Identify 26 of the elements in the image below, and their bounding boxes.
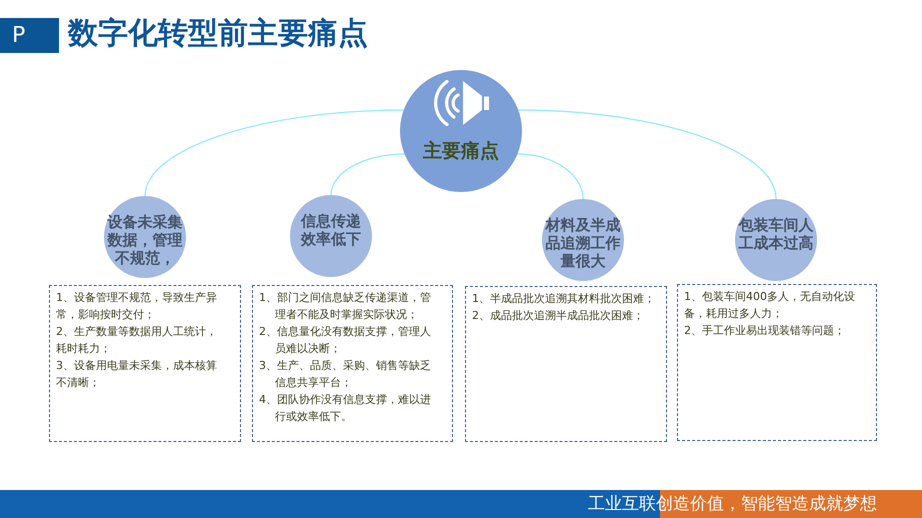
- list-item: 4、团队协作没有信息支撑，难以进行或效率低下。: [259, 392, 432, 425]
- list-item: 2、手工作业易出现装错等问题；: [684, 323, 846, 339]
- pain-point-panel: [465, 286, 667, 442]
- topic-label: 设备未采集数据，管理不规范，: [106, 213, 184, 267]
- list-item: 1、包装车间400多人，无自动化设备，耗用过多人力；: [684, 289, 856, 322]
- connector-curve: [518, 109, 777, 200]
- list-item: 2、信息量化没有数据支撑，管理人员难以决断；: [259, 324, 432, 357]
- list-item: 1、设备管理不规范，导致生产异常，影响按时交付；: [56, 290, 218, 323]
- list-item: 1、半成品批次追溯其材料批次困难；: [472, 291, 656, 307]
- connector-curve: [144, 109, 404, 196]
- topic-label: 材料及半成品追溯工作量很大: [544, 216, 622, 270]
- connector-curve: [517, 153, 584, 200]
- section-marker: P: [0, 18, 59, 53]
- pain-point-panel: [252, 285, 453, 442]
- list-item: 2、成品批次追溯半成品批次困难；: [472, 308, 645, 324]
- page-title: 数字化转型前主要痛点: [68, 16, 368, 52]
- topic-label: 信息传递效率低下: [300, 212, 362, 248]
- topic-label: 包装车间人工成本过高: [737, 216, 814, 252]
- list-item: 1、部门之间信息缺乏传递渠道，管理者不能及时掌握实际状况；: [259, 290, 432, 323]
- list-item: 2、生产数量等数据用人工统计，耗时耗力；: [56, 324, 218, 357]
- pain-point-panel: [49, 285, 241, 442]
- list-item: 3、生产、品质、采购、销售等缺乏信息共享平台；: [259, 358, 432, 391]
- connector-curve: [330, 153, 405, 196]
- pain-point-panel: [677, 284, 877, 441]
- list-item: 3、设备用电量未采集，成本核算不清晰；: [56, 358, 218, 391]
- hub-label: 主要痛点: [423, 140, 499, 162]
